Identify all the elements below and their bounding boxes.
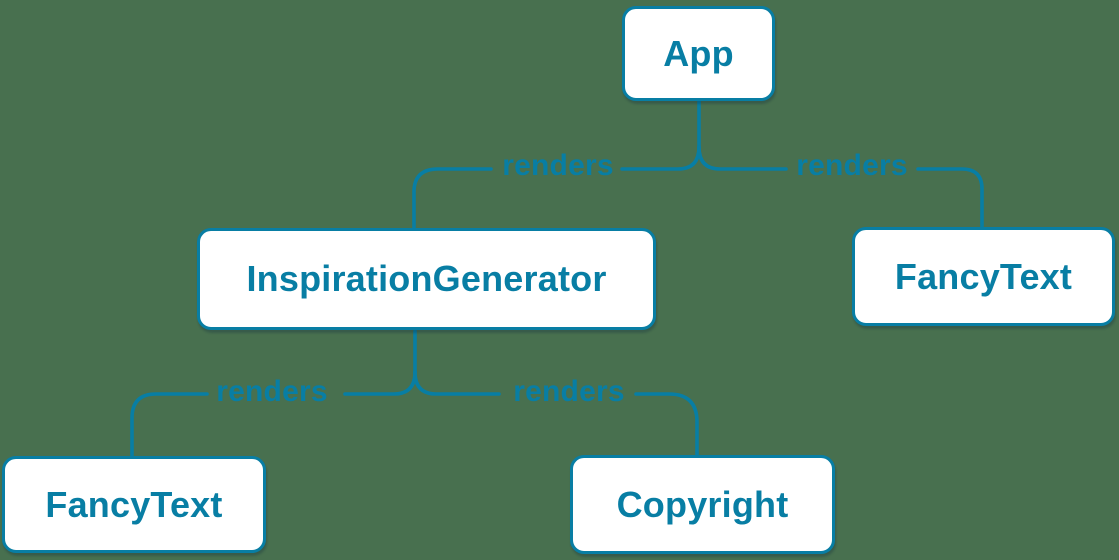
node-copyright-label: Copyright xyxy=(616,483,789,525)
node-copyright: Copyright xyxy=(570,455,835,554)
edge-inspiration-to-fancytext xyxy=(130,392,209,457)
edge-inspiration-right-flare xyxy=(413,370,501,396)
node-inspiration-generator: InspirationGenerator xyxy=(197,228,656,330)
edge-label-renders-inspiration-fancytext: renders xyxy=(216,375,328,408)
edge-app-to-inspiration xyxy=(412,167,493,229)
edge-app-left-flare xyxy=(620,145,701,171)
node-fancy-text-left-label: FancyText xyxy=(45,483,223,525)
edge-inspiration-left-flare xyxy=(343,370,417,396)
node-fancy-text-right-label: FancyText xyxy=(894,255,1073,297)
edge-label-renders-inspiration-copyright: renders xyxy=(513,375,625,408)
edge-label-renders-app-fancytext: renders xyxy=(796,149,908,182)
node-app: App xyxy=(622,6,775,101)
edge-app-right-flare xyxy=(697,145,788,171)
node-fancy-text-left: FancyText xyxy=(2,456,266,553)
node-inspiration-generator-label: InspirationGenerator xyxy=(246,258,607,299)
edge-inspiration-to-copyright xyxy=(634,392,699,456)
edge-app-to-fancytext xyxy=(916,167,984,228)
edge-label-renders-app-inspiration: renders xyxy=(502,149,614,182)
node-app-label: App xyxy=(663,32,734,74)
node-fancy-text-right: FancyText xyxy=(852,227,1115,326)
